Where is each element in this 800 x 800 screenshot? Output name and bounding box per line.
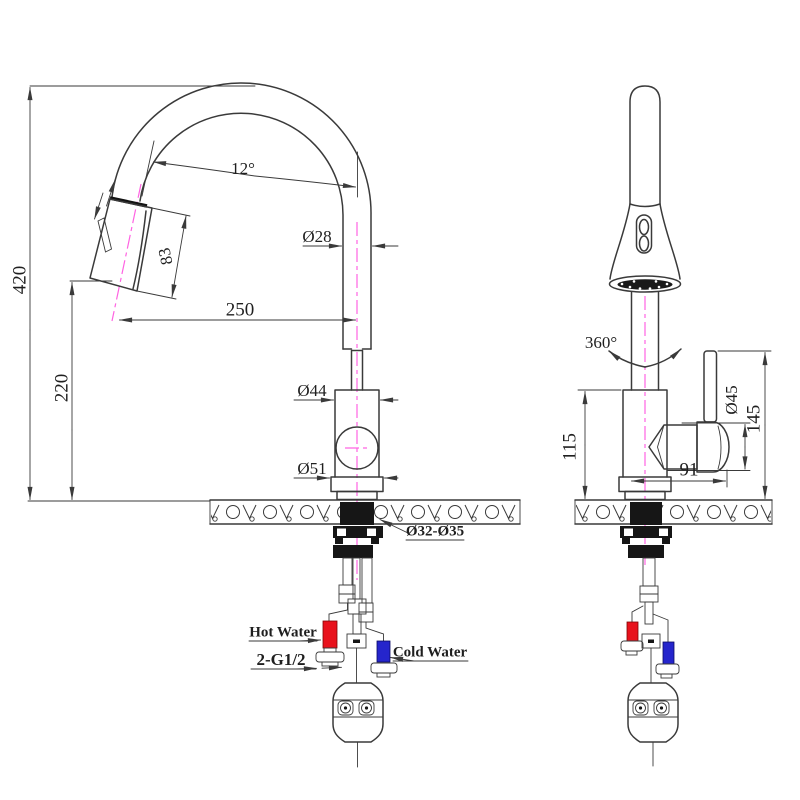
dim-handle-reach: 91 xyxy=(680,459,699,480)
countertop-section-front xyxy=(576,502,771,522)
dim-outlet-height: 220 xyxy=(51,374,72,403)
dim-handle-dia: Ø45 xyxy=(722,385,741,414)
handle-ball xyxy=(335,426,379,470)
dim-spout-dia: Ø28 xyxy=(302,227,331,246)
hot-water-connector xyxy=(322,620,338,649)
label-cold-water: Cold Water xyxy=(393,644,468,660)
dim-base-dia: Ø51 xyxy=(297,459,326,478)
dim-spout-reach: 250 xyxy=(226,299,255,320)
pull-direction-arrows xyxy=(94,179,116,220)
spout-gooseneck xyxy=(109,82,372,391)
counterweight-side xyxy=(332,682,384,768)
spray-head-front xyxy=(608,85,682,391)
dimension-lines-side xyxy=(27,85,469,672)
hot-water-connector-front xyxy=(626,621,639,642)
supply-hoses-front xyxy=(620,557,680,684)
dim-body-dia: Ø44 xyxy=(297,381,327,400)
dim-hole-range: Ø32-Ø35 xyxy=(406,523,464,539)
dimension-lines-front xyxy=(577,350,772,500)
hole-size-leader xyxy=(379,519,409,534)
label-hot-water: Hot Water xyxy=(249,624,317,640)
front-view: 360° 115 91 Ø45 145 xyxy=(559,85,773,767)
handle-lever xyxy=(703,350,718,423)
handle-front xyxy=(648,350,730,473)
mounting-hardware-front xyxy=(620,502,672,558)
dim-spray-length: 83 xyxy=(154,246,176,267)
dim-handle-height: 145 xyxy=(743,405,764,434)
spray-face xyxy=(608,275,682,293)
supply-hoses-side xyxy=(315,557,398,684)
label-thread-size: 2-G1/2 xyxy=(256,650,305,669)
dim-total-height: 420 xyxy=(9,266,30,295)
cold-water-connector xyxy=(376,640,391,663)
sprayer-joint-line xyxy=(109,196,148,208)
dim-tilt-angle: 12° xyxy=(231,159,255,178)
spray-mode-button xyxy=(635,214,653,254)
mounting-shank xyxy=(340,502,374,525)
swivel-rotation-arrows xyxy=(608,348,682,368)
mounting-hardware-side xyxy=(333,502,465,558)
countertop-side xyxy=(27,499,521,525)
cold-water-connector-front xyxy=(662,641,675,665)
countertop-front xyxy=(574,499,773,525)
counterweight-front xyxy=(627,682,679,767)
dim-rotation: 360° xyxy=(585,333,617,352)
side-view: 420 220 250 12° Ø28 Ø44 Ø51 83 Ø32-Ø35 H… xyxy=(9,82,521,768)
spray-nozzle-dots xyxy=(620,280,669,290)
sprayer-clip xyxy=(97,217,113,253)
pullout-sprayer-head xyxy=(89,198,153,292)
faucet-body-side xyxy=(330,389,384,501)
dim-body-height: 115 xyxy=(559,433,580,461)
